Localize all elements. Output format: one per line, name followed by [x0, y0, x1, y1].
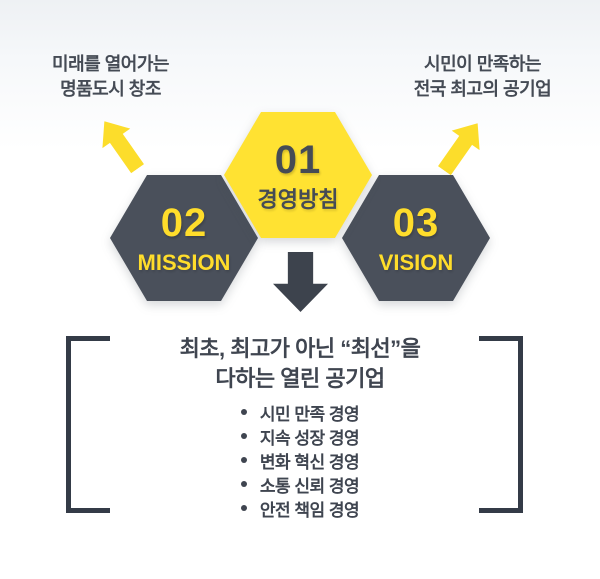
principle-text: 시민 만족 경영 [259, 404, 360, 424]
mission-caption-line2: 명품도시 창조 [60, 79, 161, 99]
bullet-dot [240, 505, 247, 511]
principle-text: 지속 성장 경영 [259, 428, 360, 448]
left-bracket [66, 336, 110, 513]
arrow-down-icon [273, 252, 328, 312]
mission-number: 02 [160, 200, 208, 245]
principle-item: 시민 만족 경영 [240, 400, 360, 424]
principle-item: 안전 책임 경영 [240, 496, 360, 520]
principle-item: 지속 성장 경영 [240, 424, 360, 448]
hexagon-policy: 01 경영방침 [224, 112, 372, 238]
bullet-dot [240, 433, 247, 439]
principle-text: 안전 책임 경영 [259, 500, 360, 520]
vision-caption-line1: 시민이 만족하는 [424, 54, 541, 74]
hexagon-mission: 02 MISSION [110, 175, 258, 301]
principles-list: 시민 만족 경영 지속 성장 경영 변화 혁신 경영 소통 신뢰 경영 안전 책… [0, 400, 600, 520]
mission-caption: 미래를 열어가는 명품도시 창조 [28, 52, 193, 102]
right-bracket [479, 336, 523, 513]
hexagon-policy-shape: 01 경영방침 [224, 112, 372, 238]
mission-label: MISSION [137, 249, 231, 275]
statement-line2: 다하는 열린 공기업 [215, 366, 385, 391]
bullet-dot [240, 481, 247, 487]
hexagon-mission-shape: 02 MISSION [110, 175, 258, 301]
vision-caption: 시민이 만족하는 전국 최고의 공기업 [390, 52, 575, 102]
policy-label: 경영방침 [257, 186, 339, 212]
policy-number: 01 [274, 137, 322, 182]
bullet-dot [240, 409, 247, 415]
vision-label: VISION [378, 249, 454, 275]
principle-text: 변화 혁신 경영 [259, 452, 360, 472]
hexagon-vision: 03 VISION [342, 175, 490, 301]
principle-item: 변화 혁신 경영 [240, 448, 360, 472]
principle-item: 소통 신뢰 경영 [240, 472, 360, 496]
bullet-dot [240, 457, 247, 463]
principle-text: 소통 신뢰 경영 [259, 476, 360, 496]
vision-number: 03 [392, 200, 440, 245]
statement: 최초, 최고가 아닌 “최선”을 다하는 열린 공기업 [0, 334, 600, 394]
statement-line1: 최초, 최고가 아닌 “최선”을 [179, 336, 421, 361]
vision-caption-line2: 전국 최고의 공기업 [413, 79, 552, 99]
mission-caption-line1: 미래를 열어가는 [52, 54, 169, 74]
